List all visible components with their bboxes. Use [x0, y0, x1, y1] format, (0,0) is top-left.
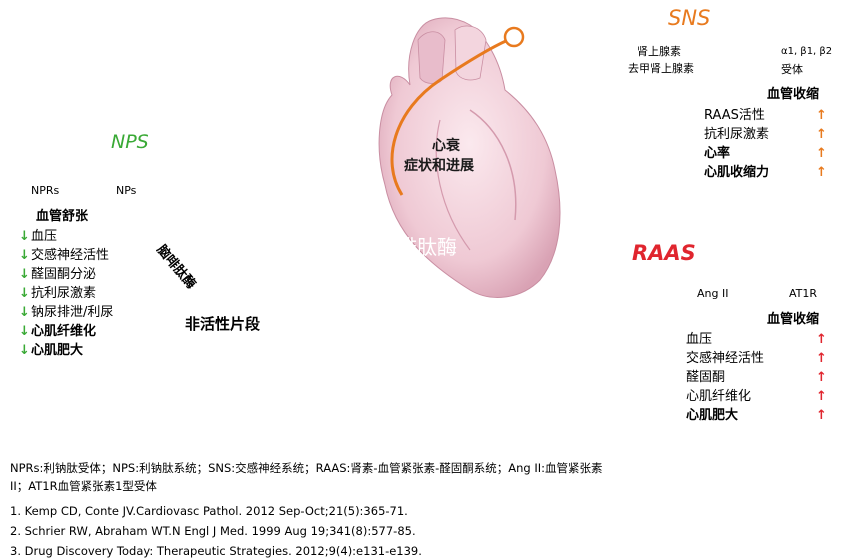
raas-effect-item: 心肌肥大 — [686, 408, 739, 423]
sns-mediator: 肾上腺素 — [637, 45, 681, 58]
sns-effects-list: RAAS活性 抗利尿激素 心率 心肌收缩力 — [704, 106, 769, 182]
nps-effect-title: 血管舒张 — [36, 209, 89, 224]
raas-title: RAAS — [632, 241, 696, 265]
nps-effect-item: ↓交感神经活性 — [19, 248, 110, 263]
raas-ang-label: Ang II — [697, 287, 729, 300]
nps-effect-item: ↓心肌纤维化 — [19, 324, 97, 339]
up-arrow-icon: ↑ — [816, 332, 827, 347]
sns-effect-item: RAAS活性 — [704, 108, 765, 123]
nps-title: NPS — [111, 131, 149, 153]
up-arrow-icon: ↑ — [816, 108, 827, 123]
up-arrow-icon: ↑ — [816, 146, 827, 161]
nps-peptide-label: NPs — [116, 184, 137, 197]
up-arrow-icon: ↑ — [816, 127, 827, 142]
nps-effect-item: ↓钠尿排泄/利尿 — [19, 305, 114, 320]
nps-effect-item: ↓抗利尿激素 — [19, 286, 97, 301]
block-enzyme-label: 阻断脑啡肽酶 — [337, 235, 457, 259]
sns-receptor-label: 受体 — [781, 63, 803, 76]
raas-effect-title: 血管收缩 — [767, 312, 820, 327]
down-arrow-icon: ↓ — [19, 324, 30, 339]
sns-receptor-types: α1, β1, β2 — [781, 46, 833, 57]
sns-effect-item: 心率 — [704, 146, 731, 161]
up-arrow-icon: ↑ — [816, 389, 827, 404]
sns-effect-title: 血管收缩 — [767, 87, 820, 102]
sns-mediator: 去甲肾上腺素 — [628, 62, 694, 75]
inactive-fragment-label: 非活性片段 — [185, 315, 261, 333]
reference-item: 3. Drug Discovery Today: Therapeutic Str… — [10, 544, 422, 558]
nps-receptor-label: NPRs — [31, 184, 60, 197]
nps-effect-item: ↓心肌肥大 — [19, 343, 84, 358]
raas-effect-item: 血压 — [686, 332, 713, 347]
down-arrow-icon: ↓ — [19, 229, 30, 244]
abbreviations-line2: II；AT1R血管紧张素1型受体 — [10, 479, 157, 493]
down-arrow-icon: ↓ — [19, 286, 30, 301]
down-arrow-icon: ↓ — [19, 305, 30, 320]
down-arrow-icon: ↓ — [19, 343, 30, 358]
sns-effect-item: 心肌收缩力 — [704, 165, 770, 180]
reference-item: 2. Schrier RW, Abraham WT.N Engl J Med. … — [10, 524, 416, 538]
reference-item: 1. Kemp CD, Conte JV.Cardiovasc Pathol. … — [10, 504, 408, 518]
heart-label-line2: 症状和进展 — [404, 158, 474, 174]
up-arrow-icon: ↑ — [816, 165, 827, 180]
sns-title: SNS — [668, 6, 711, 30]
raas-effect-item: 心肌纤维化 — [686, 389, 752, 404]
raas-effect-item: 醛固酮 — [686, 370, 726, 385]
up-arrow-icon: ↑ — [816, 351, 827, 366]
down-arrow-icon: ↓ — [19, 267, 30, 282]
heart-label-line1: 心衰 — [432, 138, 460, 154]
raas-receptor-label: AT1R — [789, 287, 818, 300]
nps-effect-item: ↓醛固酮分泌 — [19, 267, 97, 282]
abbreviations-line1: NPRs:利钠肽受体；NPS:利钠肽系统；SNS:交感神经系统；RAAS:肾素-… — [10, 461, 603, 475]
raas-effects-list: 血压 交感神经活性 醛固酮 心肌纤维化 心肌肥大 — [686, 330, 764, 425]
sns-effect-item: 抗利尿激素 — [704, 127, 770, 142]
nps-effects-list: ↓血压 ↓交感神经活性 ↓醛固酮分泌 ↓抗利尿激素 ↓钠尿排泄/利尿 ↓心肌纤维… — [18, 227, 113, 360]
up-arrow-icon: ↑ — [816, 408, 827, 423]
up-arrow-icon: ↑ — [816, 370, 827, 385]
sns-up-arrows: ↑ ↑ ↑ ↑ — [815, 106, 828, 182]
raas-up-arrows: ↑ ↑ ↑ ↑ ↑ — [815, 330, 828, 425]
raas-effect-item: 交感神经活性 — [686, 351, 765, 366]
nps-effect-item: ↓血压 — [19, 229, 58, 244]
down-arrow-icon: ↓ — [19, 248, 30, 263]
